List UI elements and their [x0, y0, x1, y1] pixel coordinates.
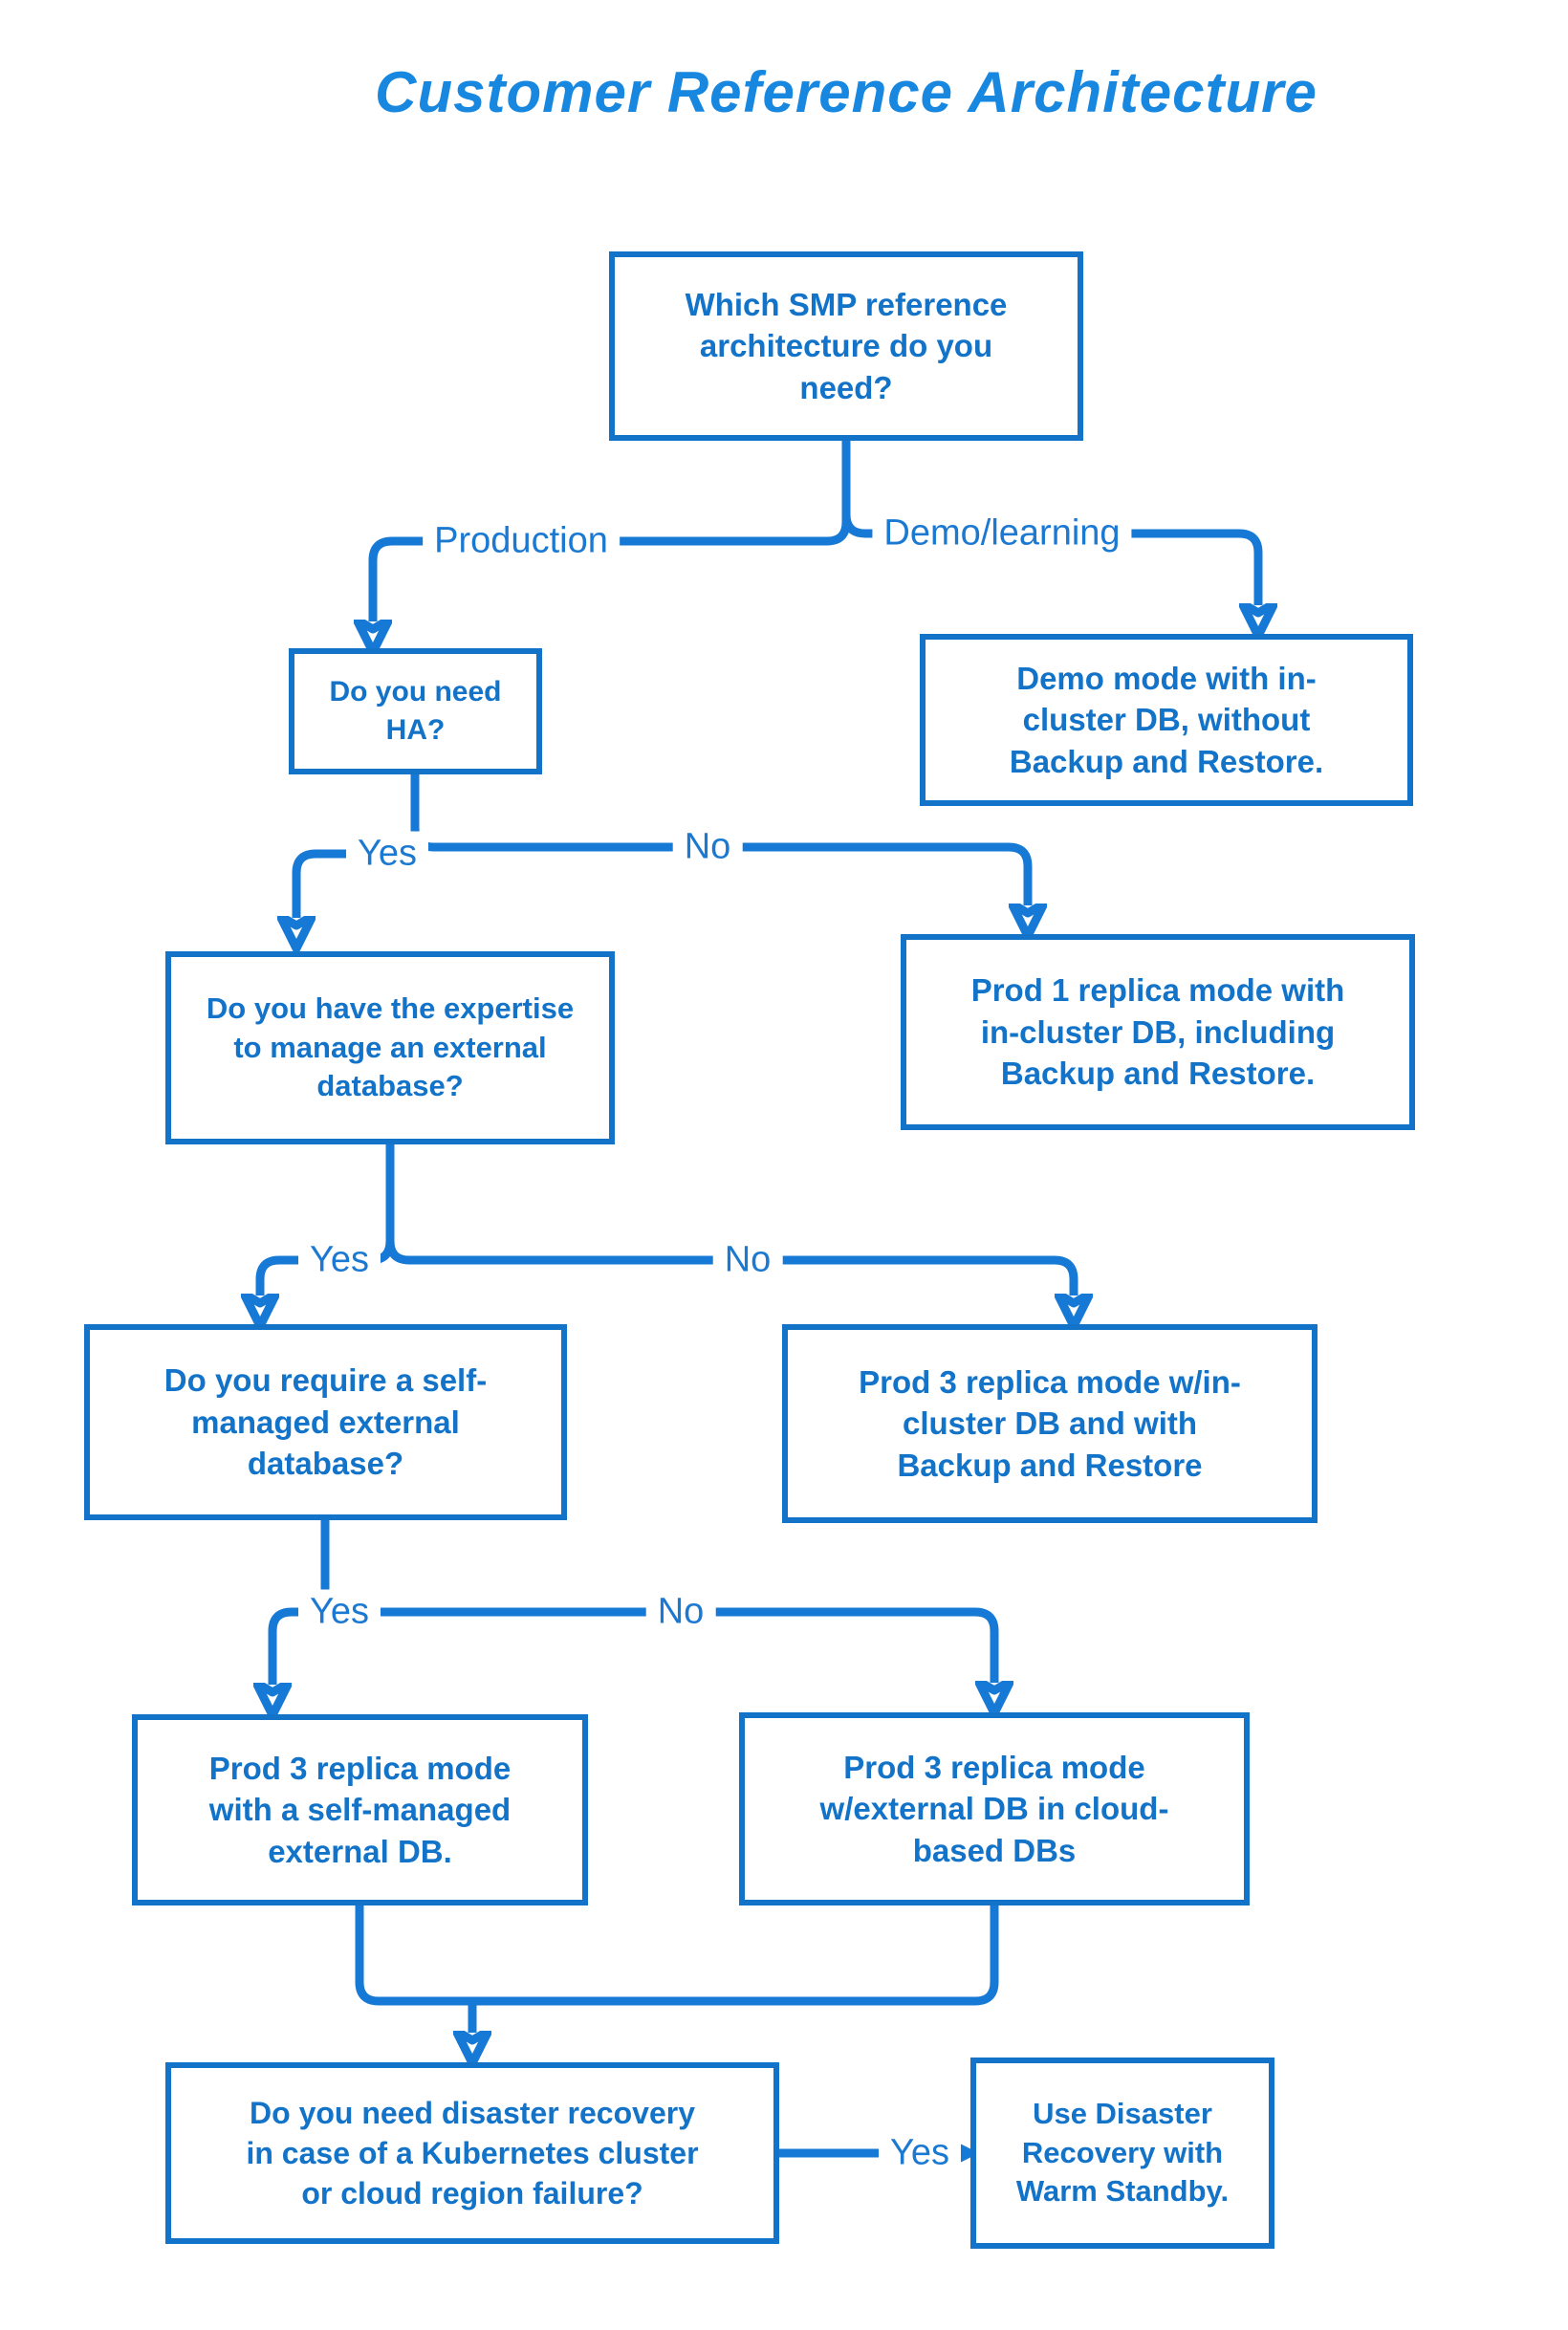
branch-label-ha-no: No: [672, 824, 743, 870]
flow-node-question-selfmanaged-db: Do you require a self- managed external …: [84, 1324, 567, 1520]
branch-label-ha-yes: Yes: [346, 831, 428, 877]
edge-merge-left: [355, 1905, 478, 2006]
diagram-title: Customer Reference Architecture: [375, 60, 1318, 124]
branch-label-production: Production: [423, 518, 620, 564]
flow-node-result-prod3-cloud: Prod 3 replica mode w/external DB in clo…: [739, 1712, 1250, 1905]
branch-label-selfmanaged-no: No: [645, 1589, 716, 1635]
flow-node-result-prod1-incluster: Prod 1 replica mode with in-cluster DB, …: [901, 934, 1415, 1130]
branch-label-disaster-yes: Yes: [879, 2130, 961, 2176]
branch-label-expertise-no: No: [712, 1237, 783, 1283]
flow-node-question-which-architecture: Which SMP reference architecture do you …: [609, 251, 1083, 441]
flow-node-question-expertise: Do you have the expertise to manage an e…: [165, 951, 615, 1144]
branch-label-demo-learning: Demo/learning: [872, 511, 1132, 556]
flow-node-result-demo-mode: Demo mode with in- cluster DB, without B…: [920, 634, 1413, 806]
flow-node-result-warm-standby: Use Disaster Recovery with Warm Standby.: [970, 2058, 1274, 2249]
flow-node-result-prod3-selfmanaged: Prod 3 replica mode with a self-managed …: [132, 1714, 588, 1905]
flow-node-question-need-ha: Do you need HA?: [289, 648, 542, 774]
flow-node-question-disaster-recovery: Do you need disaster recovery in case of…: [165, 2062, 779, 2244]
edge-merge-right: [478, 1905, 999, 2006]
branch-label-selfmanaged-yes: Yes: [298, 1589, 381, 1635]
branch-label-expertise-yes: Yes: [298, 1237, 381, 1283]
flow-node-result-prod3-incluster: Prod 3 replica mode w/in- cluster DB and…: [782, 1324, 1318, 1523]
